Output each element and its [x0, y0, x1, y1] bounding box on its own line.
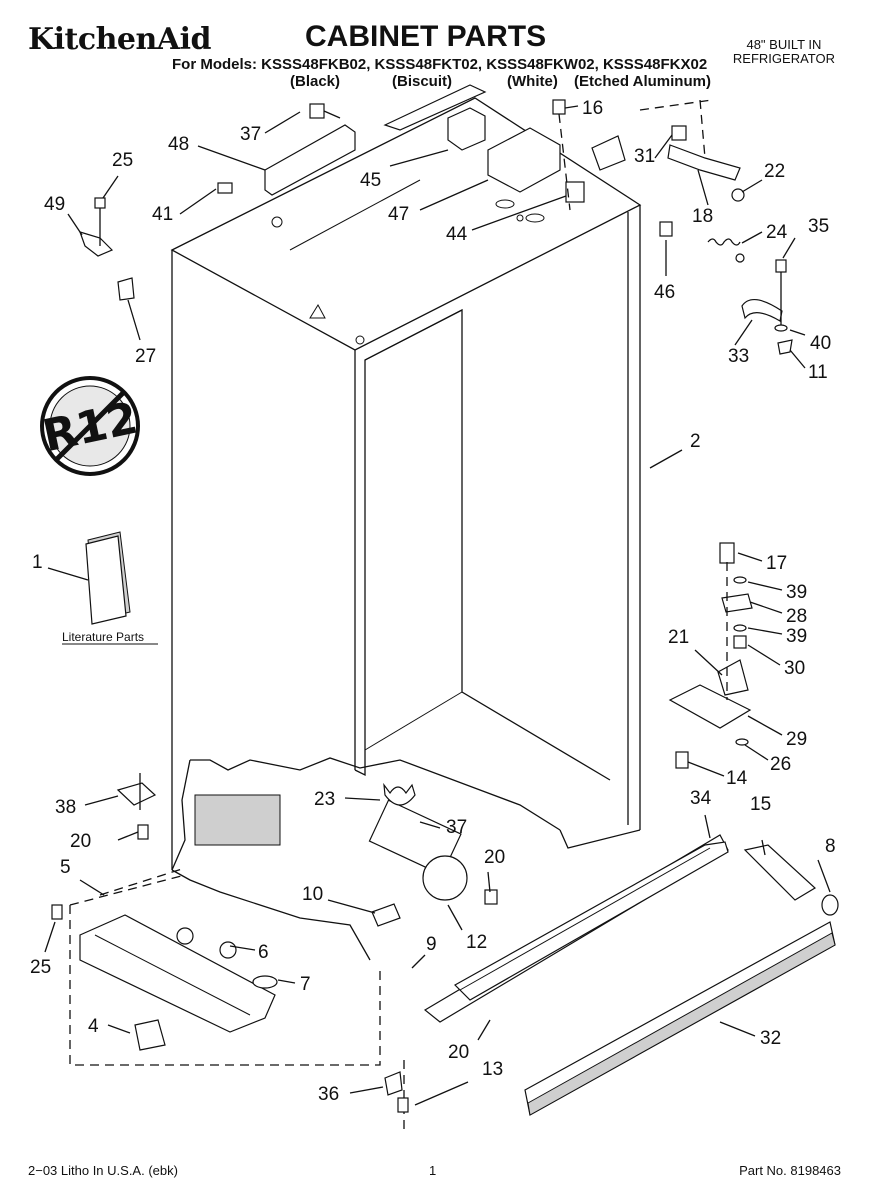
subtitle-line-2: REFRIGERATOR	[732, 51, 835, 66]
callout-11: 11	[808, 362, 828, 383]
callout-13: 13	[482, 1059, 503, 1080]
toe-plate-32	[524, 921, 836, 1116]
top-hinge-assembly	[552, 99, 745, 237]
callout-10: 10	[302, 884, 323, 905]
callout-12: 12	[466, 932, 487, 953]
callout-31: 31	[634, 146, 655, 167]
clip-part-36	[384, 1060, 409, 1135]
bottom-hinge-assembly	[668, 542, 753, 769]
callout-49: 49	[44, 194, 65, 215]
callout-21: 21	[668, 627, 689, 648]
callout-leaders	[44, 105, 831, 1106]
callout-9: 9	[426, 934, 437, 955]
variant-white: (White)	[507, 73, 558, 90]
footer-litho: 2−03 Litho In U.S.A. (ebk)	[28, 1163, 178, 1178]
footer-page-number: 1	[429, 1163, 437, 1178]
callout-23: 23	[314, 789, 335, 810]
callout-37-top: 37	[240, 124, 261, 145]
page-title: CABINET PARTS	[305, 20, 547, 53]
callout-36: 36	[318, 1084, 339, 1105]
variant-biscuit: (Biscuit)	[392, 73, 452, 90]
callout-25-bottom: 25	[30, 957, 51, 978]
callout-22: 22	[764, 161, 785, 182]
callout-2: 2	[690, 431, 701, 452]
variant-black: (Black)	[290, 73, 341, 90]
variant-etched-aluminum: (Etched Aluminum)	[574, 73, 711, 90]
callout-41: 41	[152, 204, 173, 225]
callout-46: 46	[654, 282, 675, 303]
clamp-part-49	[79, 197, 114, 257]
bracket-part-38	[116, 773, 157, 840]
callout-47: 47	[388, 204, 409, 225]
product-subtitle: 48" BUILT IN REFRIGERATOR	[733, 38, 835, 66]
callout-17: 17	[766, 553, 787, 574]
callout-48: 48	[168, 134, 189, 155]
callout-24: 24	[766, 222, 788, 243]
callout-25-top: 25	[112, 150, 133, 171]
callout-14: 14	[726, 768, 748, 789]
spring-part-24	[707, 238, 745, 263]
callout-29: 29	[786, 729, 807, 750]
callout-7: 7	[300, 974, 311, 995]
callout-33: 33	[728, 346, 749, 367]
callout-8: 8	[825, 836, 836, 857]
callout-numbers: 1 2 4 5 6 7 8 9 10 11 12 13 14 15 16 17 …	[30, 98, 836, 1105]
callout-6: 6	[258, 942, 269, 963]
subtitle-line-1: 48" BUILT IN	[746, 37, 822, 52]
callout-26: 26	[770, 754, 791, 775]
literature-caption: Literature Parts	[62, 630, 144, 644]
filter-15	[743, 844, 839, 916]
control-housing	[447, 107, 626, 203]
callout-4: 4	[88, 1016, 99, 1037]
lower-components	[194, 782, 498, 927]
callout-35: 35	[808, 216, 829, 237]
callout-30: 30	[784, 658, 805, 679]
callout-37-mid: 37	[446, 817, 467, 838]
callout-38: 38	[55, 797, 76, 818]
callout-45: 45	[360, 170, 381, 191]
callout-20-left: 20	[70, 831, 91, 852]
callout-39-upper: 39	[786, 582, 807, 603]
callout-27: 27	[135, 346, 156, 367]
callout-5: 5	[60, 857, 71, 878]
callout-32: 32	[760, 1028, 781, 1049]
callout-28: 28	[786, 606, 807, 627]
brand-logo: KitchenAid	[28, 22, 211, 57]
bracket-parts-33-40-11	[741, 259, 793, 355]
callout-40: 40	[810, 333, 831, 354]
no-r12-badge: R12	[38, 376, 142, 476]
screw-part-41	[217, 182, 233, 194]
callout-15: 15	[750, 794, 771, 815]
callout-44: 44	[446, 224, 468, 245]
cabinet-body	[170, 97, 642, 961]
top-rear-bracket	[264, 84, 487, 196]
base-frame	[51, 867, 381, 1066]
screw-part-37-top	[309, 103, 341, 119]
callout-34: 34	[690, 788, 712, 809]
grille-34	[423, 834, 729, 1023]
callout-16: 16	[582, 98, 603, 119]
footer-part-number: Part No. 8198463	[739, 1163, 841, 1178]
callout-20-low: 20	[448, 1042, 469, 1063]
clip-part-27	[117, 277, 135, 301]
literature-booklet	[62, 531, 158, 645]
callout-18: 18	[692, 206, 713, 227]
callout-20-mid: 20	[484, 847, 505, 868]
callout-39-lower: 39	[786, 626, 807, 647]
models-line: For Models: KSSS48FKB02, KSSS48FKT02, KS…	[172, 56, 708, 73]
callout-1: 1	[32, 552, 43, 573]
